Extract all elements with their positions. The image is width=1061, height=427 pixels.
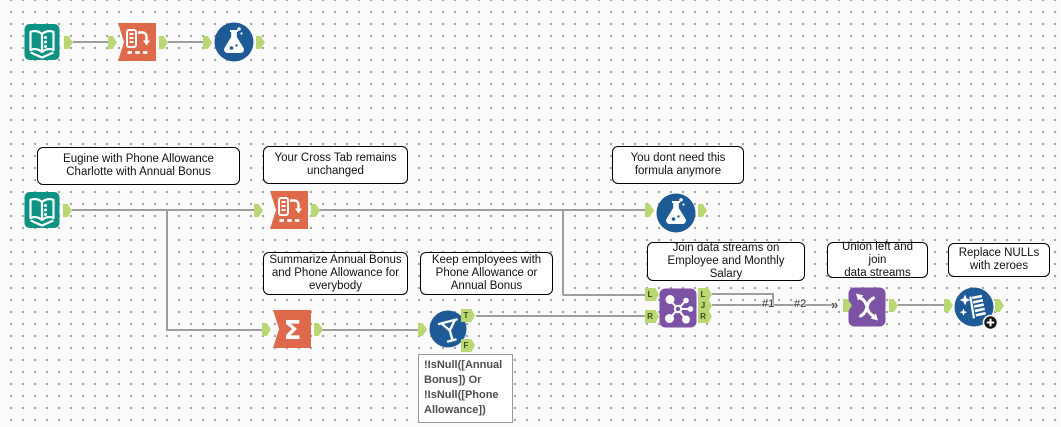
input-anchor[interactable]	[645, 204, 654, 217]
anchor-label: J	[700, 301, 706, 310]
formula-tool[interactable]	[214, 22, 254, 62]
comment-text: Join data streams on Employee and Monthl…	[667, 242, 785, 280]
cross-tab-icon	[126, 29, 150, 54]
comment-text: Keep employees with Phone Allowance or A…	[431, 254, 542, 292]
output-anchor[interactable]	[159, 36, 168, 49]
cross-tab-tool[interactable]	[270, 191, 308, 229]
cross-tab-tool[interactable]	[118, 23, 156, 61]
formula-icon	[214, 22, 254, 62]
comment-box[interactable]: Replace NULLs with zeroes	[948, 243, 1050, 277]
comment-text: Eugine with Phone Allowance Charlotte wi…	[63, 153, 214, 178]
comment-text: Union left and join data streams	[842, 240, 913, 279]
formula-icon	[656, 193, 696, 233]
comment-text: You dont need this formula anymore	[630, 152, 726, 177]
input-anchor[interactable]	[108, 36, 117, 49]
wire[interactable]	[72, 209, 255, 211]
filter-true-anchor[interactable]: T	[461, 309, 475, 322]
wire[interactable]	[476, 315, 646, 317]
wire[interactable]	[562, 210, 564, 295]
filter-tool[interactable]	[429, 310, 467, 348]
wire[interactable]	[563, 294, 646, 296]
comment-text: Your Cross Tab remains unchanged	[274, 152, 397, 177]
union-tool[interactable]	[848, 287, 886, 327]
join-left-output-anchor[interactable]: L	[698, 288, 712, 301]
expression-text: !IsNull([Annual Bonus]) Or !IsNull([Phon…	[424, 359, 503, 416]
input-data-tool[interactable]	[24, 23, 60, 61]
join-right-output-anchor[interactable]: R	[698, 310, 712, 323]
input-anchor[interactable]	[418, 323, 427, 336]
join-right-input-anchor[interactable]: R	[645, 310, 659, 323]
input-anchor[interactable]	[203, 36, 212, 49]
wire[interactable]	[319, 209, 646, 211]
comment-box[interactable]: Union left and join data streams	[827, 240, 928, 279]
input-anchor[interactable]	[944, 299, 953, 312]
wire[interactable]	[772, 293, 774, 306]
comment-box[interactable]: Summarize Annual Bonus and Phone Allowan…	[263, 252, 408, 295]
comment-box[interactable]: Join data streams on Employee and Monthl…	[647, 242, 805, 281]
join-join-output-anchor[interactable]: J	[698, 299, 712, 312]
anchor-label: L	[700, 290, 706, 299]
multi-connection-icon: »	[831, 297, 839, 312]
comment-box[interactable]: You dont need this formula anymore	[612, 146, 744, 184]
data-cleansing-tool[interactable]	[954, 287, 1000, 332]
join-molecule-icon	[659, 288, 697, 328]
wire[interactable]	[167, 329, 263, 331]
wire[interactable]	[712, 293, 774, 295]
filter-false-anchor[interactable]: F	[461, 339, 475, 352]
output-anchor[interactable]	[889, 299, 898, 312]
comment-text: Replace NULLs with zeroes	[958, 247, 1040, 272]
input-data-tool[interactable]	[24, 191, 60, 229]
output-anchor[interactable]	[64, 36, 73, 49]
comment-text: Summarize Annual Bonus and Phone Allowan…	[269, 254, 402, 292]
comment-box[interactable]: Keep employees with Phone Allowance or A…	[420, 252, 553, 295]
union-helix-icon	[848, 287, 886, 327]
wire[interactable]	[73, 41, 108, 43]
anchor-label: R	[700, 312, 706, 321]
output-anchor[interactable]	[311, 204, 320, 217]
summarize-sigma-icon: Σ	[284, 316, 302, 346]
comment-box[interactable]: Your Cross Tab remains unchanged	[263, 146, 408, 184]
anchor-label: L	[647, 290, 653, 299]
anchor-label: T	[463, 311, 469, 320]
output-anchor[interactable]	[63, 204, 72, 217]
join-tool[interactable]	[659, 288, 697, 328]
input-anchor[interactable]	[262, 323, 271, 336]
summarize-tool[interactable]: Σ	[273, 310, 311, 348]
svg-text:Σ: Σ	[284, 316, 302, 346]
output-anchor[interactable]	[314, 323, 323, 336]
input-data-icon	[24, 192, 60, 228]
data-cleansing-icon	[954, 287, 999, 331]
wire[interactable]	[166, 210, 168, 331]
connection-label-2: #2	[794, 298, 807, 310]
wire[interactable]	[898, 304, 945, 306]
connection-label-1: #1	[762, 298, 775, 310]
input-data-icon	[24, 24, 60, 60]
output-anchor[interactable]	[995, 299, 1004, 312]
wire[interactable]	[712, 304, 834, 306]
comment-box[interactable]: Eugine with Phone Allowance Charlotte wi…	[37, 147, 240, 185]
wire[interactable]	[322, 329, 419, 331]
output-anchor[interactable]	[256, 36, 265, 49]
anchor-label: R	[647, 312, 653, 321]
filter-funnel-icon	[429, 310, 467, 348]
filter-expression-annotation[interactable]: !IsNull([Annual Bonus]) Or !IsNull([Phon…	[418, 354, 513, 423]
cross-tab-icon	[278, 197, 302, 222]
input-anchor[interactable]	[843, 299, 852, 312]
join-left-input-anchor[interactable]: L	[645, 288, 659, 301]
input-anchor[interactable]	[254, 204, 263, 217]
anchor-label: F	[463, 341, 469, 350]
formula-tool[interactable]	[656, 193, 696, 233]
wire[interactable]	[168, 41, 203, 43]
output-anchor[interactable]	[698, 204, 707, 217]
